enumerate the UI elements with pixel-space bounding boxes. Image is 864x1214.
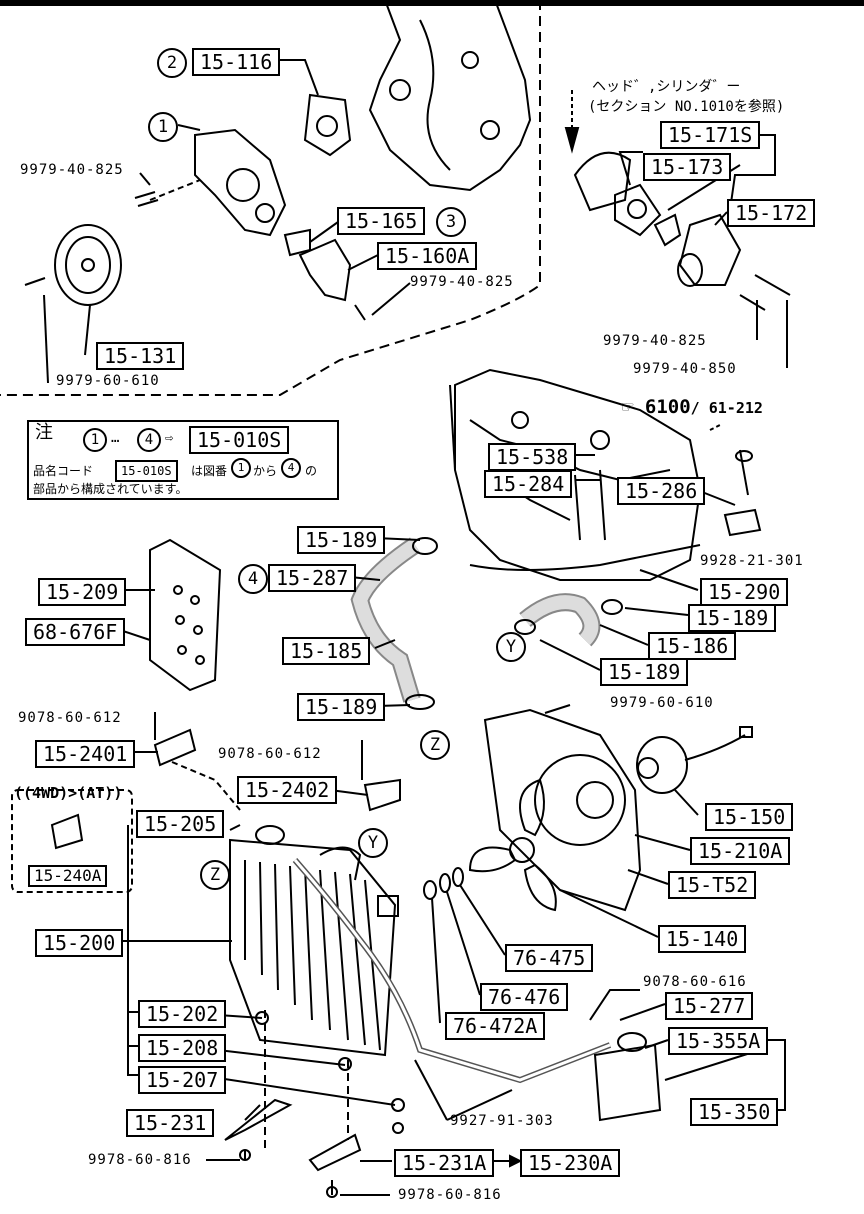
callout-76-475: 76-475 xyxy=(505,944,594,972)
callout-15-185: 15-185 xyxy=(282,637,371,665)
callout-15-286: 15-286 xyxy=(617,477,706,505)
callout-15-189-d: 15-189 xyxy=(297,693,386,721)
note-line1-suffix: の xyxy=(305,464,318,478)
marker-Y-2: Y xyxy=(358,828,388,858)
part-9078-60-612-a: 9078-60-612 xyxy=(18,710,122,726)
callout-15-284: 15-284 xyxy=(484,470,573,498)
callout-15-208: 15-208 xyxy=(138,1034,227,1062)
part-9928-21-301: 9928-21-301 xyxy=(700,553,804,569)
callout-15-131: 15-131 xyxy=(96,342,185,370)
part-9927-91-303: 9927-91-303 xyxy=(450,1113,554,1129)
marker-1: 1 xyxy=(148,112,178,142)
callout-15-171S: 15-171S xyxy=(660,121,761,149)
marker-2: 2 xyxy=(157,48,187,78)
note-line1-mid: は図番 xyxy=(191,464,228,478)
callout-15-230A: 15-230A xyxy=(520,1149,621,1177)
callout-76-472A: 76-472A xyxy=(445,1012,546,1040)
callout-15-355A: 15-355A xyxy=(668,1027,769,1055)
top-border xyxy=(0,0,864,6)
callout-15-209: 15-209 xyxy=(38,578,127,606)
callout-15-189-a: 15-189 xyxy=(297,526,386,554)
callout-15-173: 15-173 xyxy=(643,153,732,181)
callout-15-277: 15-277 xyxy=(665,992,754,1020)
callout-15-186: 15-186 xyxy=(648,632,737,660)
page-ref-sub: / 61-212 xyxy=(690,399,763,417)
note-assembly-code: 15-010S xyxy=(189,426,290,454)
hand-pointer-icon: ☞ xyxy=(622,396,634,418)
note-dots: … xyxy=(111,430,120,446)
callout-15-287: 15-287 xyxy=(268,564,357,592)
marker-3: 3 xyxy=(436,207,466,237)
note-line1-kara: から xyxy=(253,464,278,478)
assembly-note-box: 注 1 … 4 ⇨ 15-010S 品名コード 15-010S は図番 1 から… xyxy=(27,420,339,500)
callout-15-200: 15-200 xyxy=(35,929,124,957)
part-9978-60-816-b: 9978-60-816 xyxy=(398,1187,502,1203)
callout-15-T52: 15-T52 xyxy=(668,871,757,899)
note-range-end: 4 xyxy=(137,428,161,452)
callout-15-205: 15-205 xyxy=(136,810,225,838)
callout-15-189-c: 15-189 xyxy=(600,658,689,686)
marker-4: 4 xyxy=(238,564,268,594)
callout-15-240A: 15-240A xyxy=(28,865,108,887)
callout-15-350: 15-350 xyxy=(690,1098,779,1126)
callout-15-172: 15-172 xyxy=(727,199,816,227)
note-line1-prefix: 品名コード xyxy=(33,464,94,478)
marker-Z-2: Z xyxy=(200,860,230,890)
page-ref-main: 6100 xyxy=(644,396,691,418)
part-9979-40-825-b: 9979-40-825 xyxy=(410,274,514,290)
marker-Y-1: Y xyxy=(496,632,526,662)
callout-15-150: 15-150 xyxy=(705,803,794,831)
part-9078-60-612-b: 9078-60-612 xyxy=(218,746,322,762)
callout-15-202: 15-202 xyxy=(138,1000,227,1028)
cylinder-head-ref-line2: (セクション NO.1010を参照) xyxy=(588,99,785,115)
page-reference: ☞ 6100/ 61-212 xyxy=(622,396,763,418)
callout-15-165: 15-165 xyxy=(337,207,426,235)
note-line1-code: 15-010S xyxy=(115,460,178,482)
note-line1-to: 4 xyxy=(281,458,301,478)
marker-Z-1: Z xyxy=(420,730,450,760)
callout-68-676F: 68-676F xyxy=(25,618,126,646)
callout-15-231: 15-231 xyxy=(126,1109,215,1137)
callout-15-160A: 15-160A xyxy=(377,242,478,270)
part-9979-40-850: 9979-40-850 xyxy=(633,361,737,377)
part-9979-60-610-b: 9979-60-610 xyxy=(610,695,714,711)
part-9979-60-610-a: 9979-60-610 xyxy=(56,373,160,389)
callout-15-538: 15-538 xyxy=(488,443,577,471)
part-9979-40-825-c: 9979-40-825 xyxy=(603,333,707,349)
callout-15-140: 15-140 xyxy=(658,925,747,953)
callout-15-210A: 15-210A xyxy=(690,837,791,865)
callout-15-231A: 15-231A xyxy=(394,1149,495,1177)
cylinder-head-ref-line1: ヘッド゛,シリンダ゛ー xyxy=(592,79,741,95)
part-9979-40-825-a: 9979-40-825 xyxy=(20,162,124,178)
note-range-start: 1 xyxy=(83,428,107,452)
note-line1-from: 1 xyxy=(231,458,251,478)
variant-4wd-at-label: ((4WD)>(AT)) xyxy=(14,784,123,802)
callout-15-290: 15-290 xyxy=(700,578,789,606)
note-line2: 部品から構成されています。 xyxy=(33,482,188,496)
callout-15-2401: 15-2401 xyxy=(35,740,136,768)
callout-76-476: 76-476 xyxy=(480,983,569,1011)
part-9978-60-816-a: 9978-60-816 xyxy=(88,1152,192,1168)
note-title: 注 xyxy=(35,422,53,443)
note-arrow: ⇨ xyxy=(165,430,174,446)
part-9078-60-616: 9078-60-616 xyxy=(643,974,747,990)
callout-15-2402: 15-2402 xyxy=(237,776,338,804)
callout-15-189-b: 15-189 xyxy=(688,604,777,632)
callout-15-116: 15-116 xyxy=(192,48,281,76)
callout-15-207: 15-207 xyxy=(138,1066,227,1094)
